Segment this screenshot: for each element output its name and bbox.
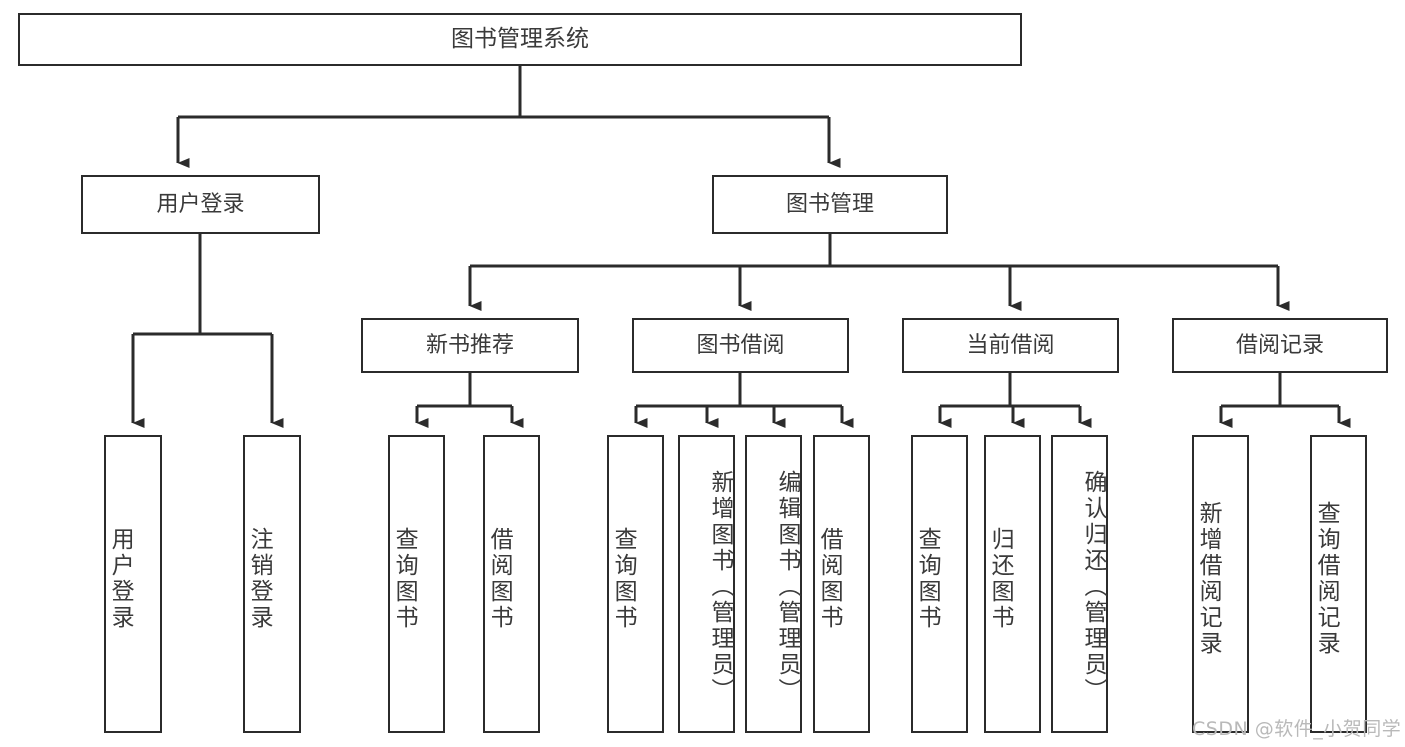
node-leaf-borrow-book-b-label: 借阅图书: [816, 527, 843, 631]
node-current-borrow-label: 当前借阅: [966, 332, 1055, 358]
node-leaf-borrow-book-a-label: 借阅图书: [486, 527, 513, 631]
node-borrow-record-label: 借阅记录: [1235, 332, 1324, 358]
node-leaf-query-book-a[interactable]: 查询图书: [388, 435, 445, 733]
node-leaf-logout-login-label: 注销登录: [246, 527, 273, 631]
node-leaf-user-login[interactable]: 用户登录: [104, 435, 162, 733]
node-current-borrow[interactable]: 当前借阅: [902, 318, 1119, 373]
node-leaf-query-book-c[interactable]: 查询图书: [911, 435, 968, 733]
node-root-label: 图书管理系统: [451, 25, 589, 52]
node-leaf-return-book[interactable]: 归还图书: [984, 435, 1041, 733]
node-leaf-add-book-label: 新增图书（管理员）: [707, 470, 733, 704]
node-leaf-query-borrow-rec[interactable]: 查询借阅记录: [1310, 435, 1367, 733]
node-leaf-borrow-book-a[interactable]: 借阅图书: [483, 435, 540, 733]
node-leaf-confirm-return-label: 确认归还（管理员）: [1080, 470, 1106, 704]
node-leaf-edit-book[interactable]: 编辑图书（管理员）: [745, 435, 802, 733]
node-book-borrow[interactable]: 图书借阅: [632, 318, 849, 373]
node-leaf-return-book-label: 归还图书: [987, 527, 1014, 631]
node-leaf-borrow-book-b[interactable]: 借阅图书: [813, 435, 870, 733]
node-book-borrow-label: 图书借阅: [696, 332, 785, 358]
node-leaf-add-borrow-rec[interactable]: 新增借阅记录: [1192, 435, 1249, 733]
node-leaf-add-borrow-rec-label: 新增借阅记录: [1195, 501, 1222, 657]
node-borrow-record[interactable]: 借阅记录: [1172, 318, 1388, 373]
node-book-manage[interactable]: 图书管理: [712, 175, 948, 234]
node-leaf-logout-login[interactable]: 注销登录: [243, 435, 301, 733]
node-root[interactable]: 图书管理系统: [18, 13, 1022, 66]
node-leaf-query-book-b[interactable]: 查询图书: [607, 435, 664, 733]
node-leaf-confirm-return[interactable]: 确认归还（管理员）: [1051, 435, 1108, 733]
node-book-manage-label: 图书管理: [785, 191, 874, 217]
node-new-book-recommend[interactable]: 新书推荐: [361, 318, 579, 373]
node-leaf-edit-book-label: 编辑图书（管理员）: [774, 470, 800, 704]
node-leaf-add-book[interactable]: 新增图书（管理员）: [678, 435, 735, 733]
csdn-watermark: CSDN @软件_小贺同学: [1192, 718, 1402, 740]
node-leaf-query-borrow-rec-label: 查询借阅记录: [1313, 501, 1340, 657]
node-user-login-label: 用户登录: [156, 191, 245, 217]
node-new-book-recommend-label: 新书推荐: [425, 332, 514, 358]
node-leaf-query-book-a-label: 查询图书: [391, 527, 418, 631]
node-leaf-query-book-c-label: 查询图书: [914, 527, 941, 631]
node-leaf-query-book-b-label: 查询图书: [610, 527, 637, 631]
node-user-login[interactable]: 用户登录: [81, 175, 320, 234]
node-leaf-user-login-label: 用户登录: [107, 527, 134, 631]
